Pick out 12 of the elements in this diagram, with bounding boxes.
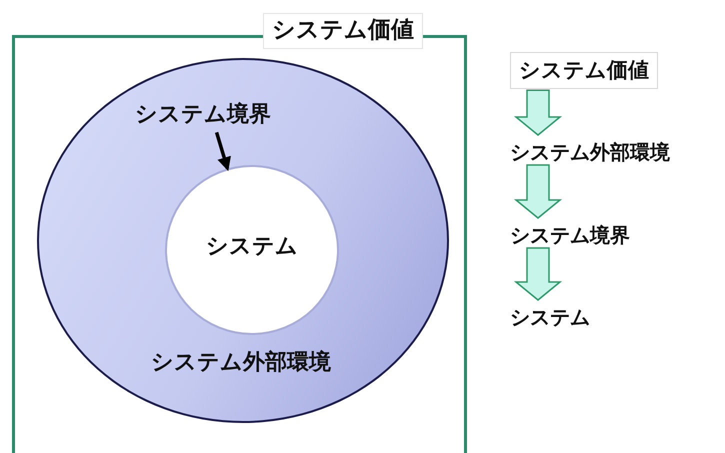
block-arrow — [514, 89, 562, 136]
region-label: システム — [206, 234, 298, 261]
block-arrow — [514, 164, 562, 219]
stage-label: システム外部環境 — [510, 140, 670, 164]
region-label: システム外部環境 — [151, 350, 331, 376]
stage-label: システム価値 — [510, 52, 658, 90]
stage-label: システム — [510, 305, 590, 329]
leader-arrow — [214, 132, 231, 172]
boundary-label: システム境界 — [135, 102, 271, 128]
stage-label: システム境界 — [510, 223, 630, 247]
frame-title: システム価値 — [263, 13, 423, 49]
block-arrow — [514, 247, 562, 301]
